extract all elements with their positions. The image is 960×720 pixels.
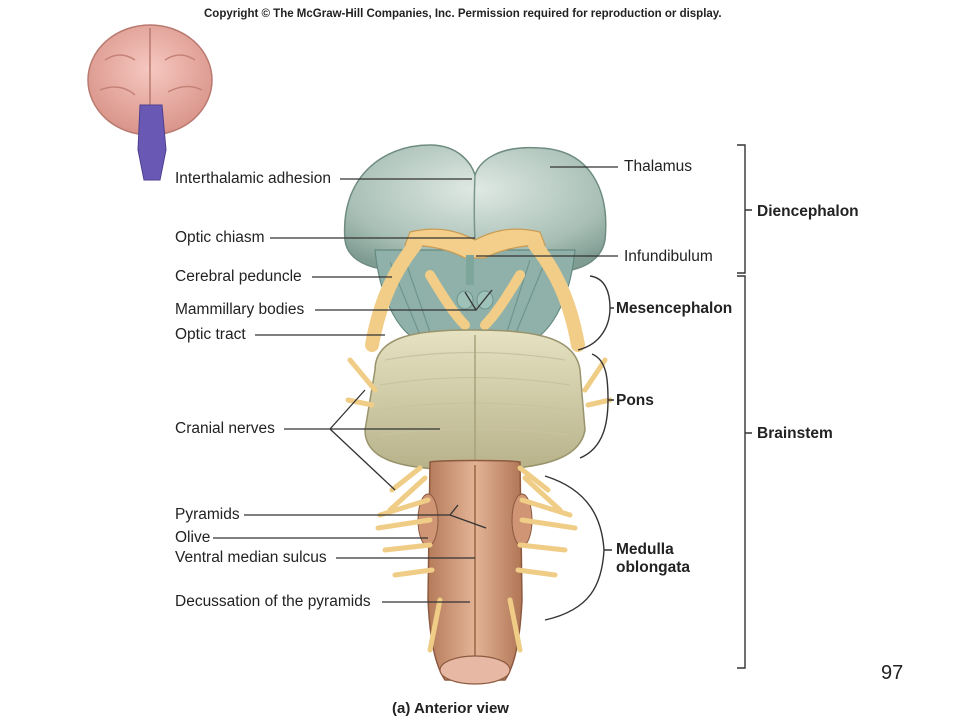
figure-caption: (a) Anterior view [392,700,509,717]
region-mesencephalon: Mesencephalon [616,300,733,317]
cranial-nerves-shape [345,357,613,653]
page-number: 97 [881,662,904,684]
region-diencephalon: Diencephalon [757,203,859,220]
label-infundibulum: Infundibulum [624,248,713,265]
leader-lines [213,166,618,603]
region-pons: Pons [616,392,654,409]
label-cranial-nerves: Cranial nerves [175,420,275,437]
region-medulla-line1: Medulla [616,541,674,558]
label-thalamus: Thalamus [624,158,693,175]
label-interthalamic-adhesion: Interthalamic adhesion [175,170,331,187]
label-cerebral-peduncle: Cerebral peduncle [175,268,302,285]
label-optic-tract: Optic tract [175,326,246,343]
medulla-shape [417,459,533,685]
pons-shape [364,329,586,471]
brain-thumbnail [87,24,213,181]
label-decussation-of-pyramids: Decussation of the pyramids [175,593,371,610]
label-ventral-median-sulcus: Ventral median sulcus [175,549,327,566]
label-optic-chiasm: Optic chiasm [175,229,265,246]
label-olive: Olive [175,529,211,546]
region-medulla-oblongata: Medulla oblongata [616,541,690,577]
label-pyramids: Pyramids [175,506,240,523]
label-mammillary-bodies: Mammillary bodies [175,301,305,318]
region-brackets [544,144,752,669]
copyright-notice: Copyright © The McGraw-Hill Companies, I… [204,8,722,20]
optic-chiasm-shape [365,228,585,352]
region-medulla-line2: oblongata [616,558,691,576]
region-brainstem: Brainstem [757,425,833,442]
